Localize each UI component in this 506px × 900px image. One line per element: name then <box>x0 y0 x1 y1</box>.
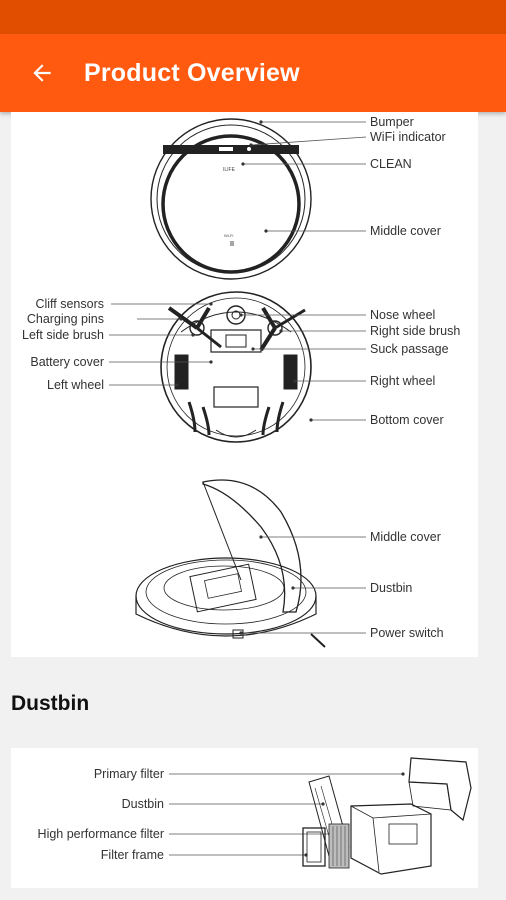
label-bumper: Bumper <box>370 115 414 129</box>
dustbin-diagram: Primary filter Dustbin High performance … <box>38 757 472 875</box>
label-filter-frame: Filter frame <box>101 848 164 862</box>
scroll-content[interactable]: ILIFE Wi-Fi Bumper WiFi indicator CLEAN … <box>0 112 506 900</box>
dustbin-diagram-card: Primary filter Dustbin High performance … <box>11 748 478 888</box>
label-right-wheel: Right wheel <box>370 374 435 388</box>
label-wifi-indicator: WiFi indicator <box>370 130 446 144</box>
label-high-performance-filter: High performance filter <box>38 827 164 841</box>
arrow-left-icon <box>33 64 51 82</box>
dustbin-exploded-parts <box>302 757 472 875</box>
robot-diagram: ILIFE Wi-Fi Bumper WiFi indicator CLEAN … <box>22 115 460 648</box>
page-title: Product Overview <box>84 58 300 87</box>
label-nose-wheel: Nose wheel <box>370 308 435 322</box>
label-primary-filter: Primary filter <box>94 767 164 781</box>
back-button[interactable] <box>22 53 62 93</box>
label-middle-cover-open: Middle cover <box>370 530 441 544</box>
label-cliff-sensors: Cliff sensors <box>35 297 104 311</box>
svg-text:ILIFE: ILIFE <box>223 167 236 173</box>
label-right-side-brush: Right side brush <box>370 324 460 338</box>
label-bottom-cover: Bottom cover <box>370 413 444 427</box>
label-clean: CLEAN <box>370 157 412 171</box>
label-left-side-brush: Left side brush <box>22 328 104 342</box>
robot-diagram-card: ILIFE Wi-Fi Bumper WiFi indicator CLEAN … <box>11 112 478 657</box>
robot-open-view <box>135 479 326 648</box>
label-left-wheel: Left wheel <box>47 378 104 392</box>
svg-text:Wi-Fi: Wi-Fi <box>224 233 233 238</box>
section-heading-dustbin: Dustbin <box>11 692 90 715</box>
label-power-switch: Power switch <box>370 626 444 640</box>
label-dustbin: Dustbin <box>122 797 164 811</box>
app-bar: Product Overview <box>0 34 506 112</box>
robot-bottom-view <box>160 291 312 443</box>
label-suck-passage: Suck passage <box>370 342 449 356</box>
label-battery-cover: Battery cover <box>30 355 104 369</box>
label-middle-cover-top: Middle cover <box>370 224 441 238</box>
label-dustbin-open: Dustbin <box>370 581 412 595</box>
label-charging-pins: Charging pins <box>27 312 104 326</box>
robot-top-view: ILIFE Wi-Fi <box>150 118 312 280</box>
status-bar <box>0 0 506 34</box>
